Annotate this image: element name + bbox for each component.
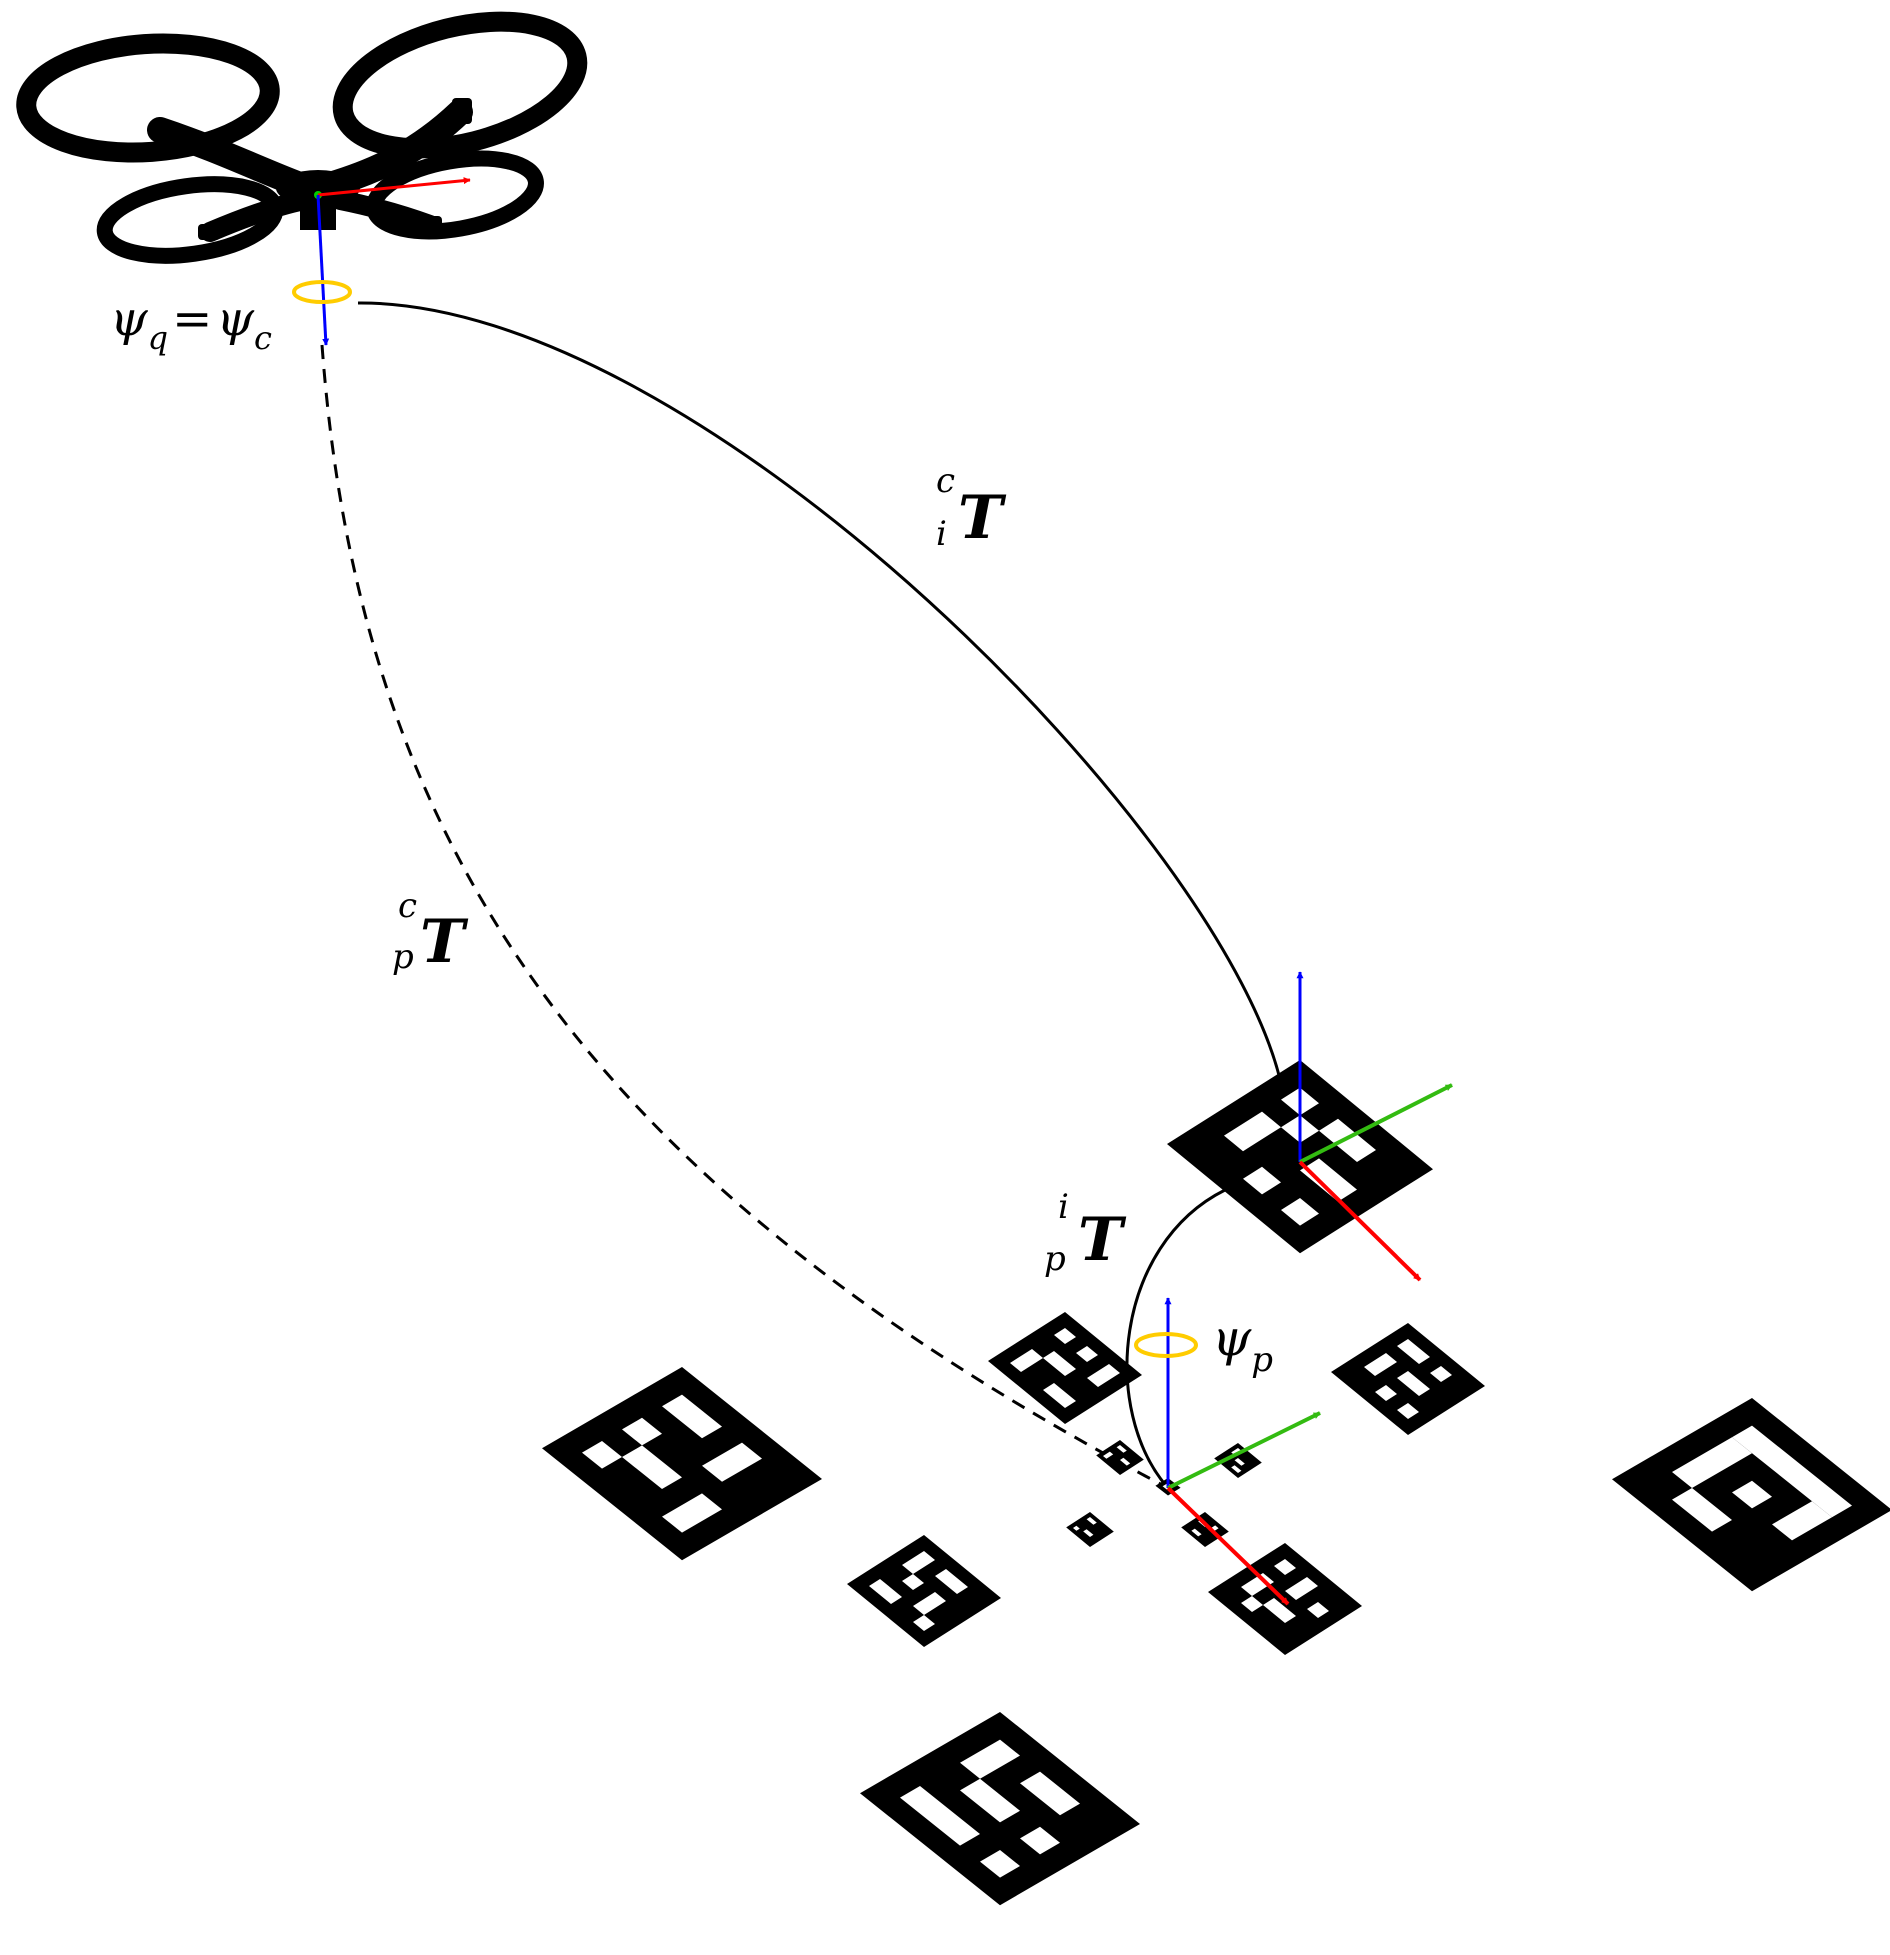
fiducial-marker-tiny-2 xyxy=(1214,1443,1262,1478)
drone-yaw-ring-icon xyxy=(292,280,352,304)
rotor-guard-back-right xyxy=(332,11,588,159)
drone-yaw-label: ψq=ψc xyxy=(110,291,272,357)
pad-yaw-ring-icon xyxy=(1134,1332,1198,1358)
motor-back-right xyxy=(452,98,472,124)
fiducial-marker-right-large xyxy=(1612,1398,1890,1592)
label-c-p-sup: c xyxy=(398,886,417,926)
label-i-p-symbol: T xyxy=(1078,1205,1127,1275)
drone-body xyxy=(276,170,360,206)
rotor-guard-back-left xyxy=(16,33,280,163)
drone-yaw-equals: = xyxy=(172,291,212,347)
curve-camera-to-pad-dashed xyxy=(320,344,1169,1490)
fiducial-marker-lower-left xyxy=(846,1535,1002,1648)
pad-yaw-sub: p xyxy=(1251,1340,1273,1380)
label-transform-c-p: c p T xyxy=(392,886,469,977)
label-transform-i-p: i p T xyxy=(1044,1187,1127,1279)
fiducial-marker-bottom-large xyxy=(860,1712,1140,1906)
drone-yaw-psi-q: ψ xyxy=(110,291,149,347)
motor-back-left xyxy=(150,122,178,140)
pad-yaw-label: ψp xyxy=(1212,1309,1273,1380)
motor-front-right xyxy=(420,216,442,232)
fiducial-marker-left-large xyxy=(542,1367,822,1561)
label-c-i-sub: i xyxy=(936,514,947,554)
curve-camera-to-marker xyxy=(357,301,1284,1089)
drone-x-axis-arrow xyxy=(317,177,471,197)
label-c-i-sup: c xyxy=(936,461,955,501)
marker-x-axis-arrow xyxy=(1298,1160,1422,1282)
fiducial-marker-tiny-3 xyxy=(1066,1512,1114,1547)
drone-z-axis-arrow xyxy=(316,194,330,346)
label-c-p-symbol: T xyxy=(420,907,469,977)
label-i-p-sub: p xyxy=(1044,1239,1066,1279)
label-c-i-symbol: T xyxy=(958,483,1007,553)
drone-yaw-sub-q: q xyxy=(148,319,168,357)
curve-marker-to-pad xyxy=(1125,1188,1226,1489)
quadcopter-icon xyxy=(16,11,588,264)
marker-y-axis-arrow xyxy=(1299,1083,1453,1164)
drone-yaw-sub-c: c xyxy=(254,319,272,357)
label-c-p-sub: p xyxy=(392,937,414,977)
fiducial-marker-center-upper xyxy=(987,1312,1143,1425)
fiducial-marker-tiny-1 xyxy=(1096,1440,1144,1475)
motor-front-left xyxy=(198,224,220,240)
pad-y-axis-arrow xyxy=(1167,1411,1321,1490)
label-i-p-sup: i xyxy=(1058,1187,1069,1227)
pad-yaw-psi: ψ xyxy=(1212,1309,1252,1367)
fiducial-marker-right-medium xyxy=(1330,1323,1486,1436)
label-transform-c-i: c i T xyxy=(936,461,1007,554)
pad-x-axis-arrow xyxy=(1166,1486,1290,1606)
drone-yaw-psi-c: ψ xyxy=(216,291,255,347)
